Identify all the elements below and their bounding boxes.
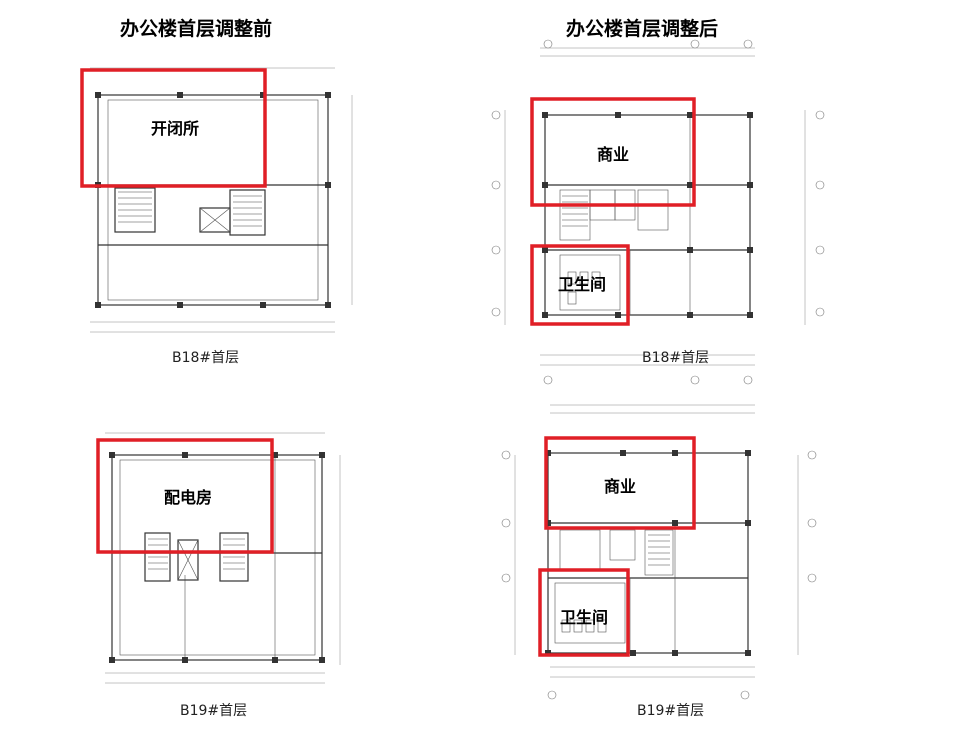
shangye-b19-label: 商业 xyxy=(604,477,636,496)
b18-after-plan: 商业 卫生间 xyxy=(491,39,825,385)
b18-before-caption: B18#首层 xyxy=(172,350,240,366)
b18-before-plan: 开闭所 xyxy=(80,67,353,333)
b19-after-caption: B19#首层 xyxy=(637,703,705,719)
b18-after-caption: B18#首层 xyxy=(642,350,710,366)
b19-before-caption: B19#首层 xyxy=(180,703,248,719)
shangye-b18-label: 商业 xyxy=(597,145,629,164)
b19-before-plan: 配电房 xyxy=(96,432,341,684)
before-title: 办公楼首层调整前 xyxy=(120,18,273,40)
b19-after-plan: 商业 卫生间 xyxy=(501,404,817,700)
weishengjian-b19-label: 卫生间 xyxy=(560,608,608,627)
peidianfang-label: 配电房 xyxy=(164,488,212,507)
kaibisuo-label: 开闭所 xyxy=(151,119,199,138)
weishengjian-b18-label: 卫生间 xyxy=(558,275,606,294)
after-title: 办公楼首层调整后 xyxy=(566,18,719,40)
